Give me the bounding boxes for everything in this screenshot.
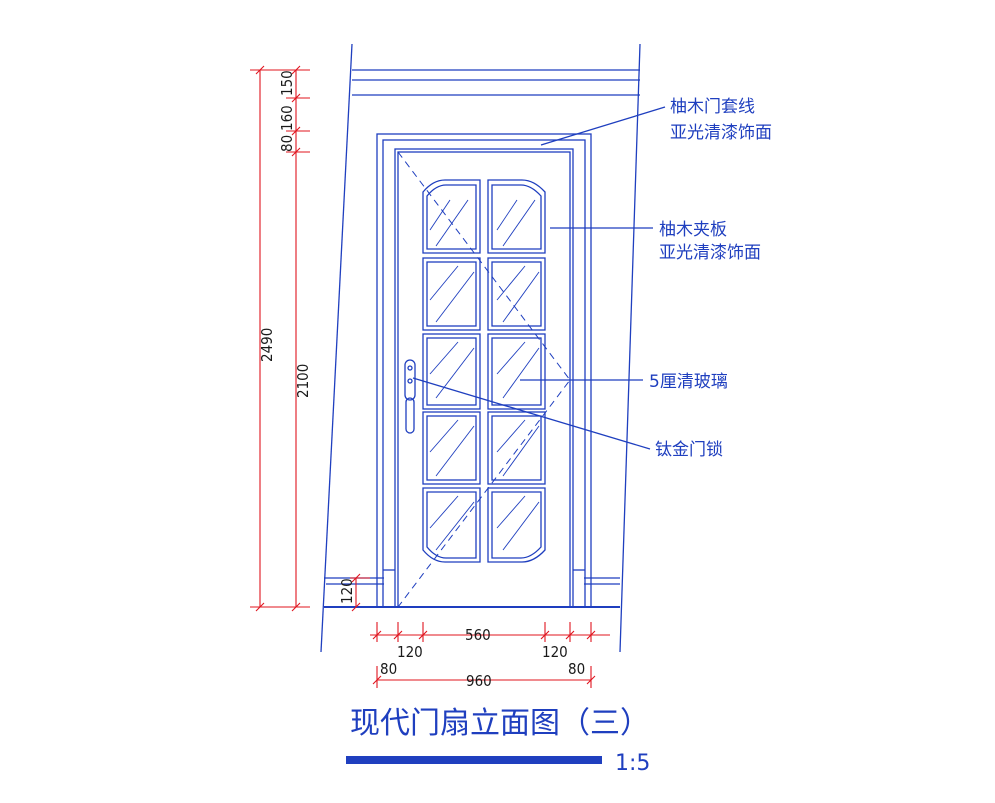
dim-150: 150 [278, 70, 296, 96]
frame-label-line2: 亚光清漆饰面 [670, 123, 772, 143]
leader-lines [412, 106, 666, 450]
callouts: 柚木门套线 亚光清漆饰面 柚木夹板 亚光清漆饰面 5厘清玻璃 钛金门锁 [649, 97, 772, 460]
glass-panes [422, 179, 546, 563]
glass-label: 5厘清玻璃 [649, 372, 728, 392]
lock-label: 钛金门锁 [655, 440, 723, 460]
vertical-dimension-texts: 150 160 80 2490 2100 120 [258, 70, 356, 604]
frame-label-line1: 柚木门套线 [670, 97, 755, 117]
dim-560: 560 [465, 626, 491, 644]
vertical-dimensions [250, 65, 370, 612]
dim-2490: 2490 [258, 328, 276, 362]
door-lock-icon [404, 359, 416, 434]
dim-120-base: 120 [338, 578, 356, 604]
horizontal-dimensions [370, 622, 610, 688]
drawing-scale: 1:5 [615, 751, 650, 776]
dim-80-left: 80 [380, 660, 397, 678]
dim-960: 960 [466, 672, 492, 690]
dim-2100: 2100 [294, 364, 312, 398]
horizontal-dimension-texts: 560 120 120 80 80 960 [380, 626, 585, 690]
title-block: 现代门扇立面图（三） 1:5 [346, 706, 650, 776]
dim-80: 80 [278, 135, 296, 152]
drawing-title: 现代门扇立面图（三） [350, 706, 650, 741]
title-underline [346, 756, 602, 764]
dim-80-right: 80 [568, 660, 585, 678]
dim-160: 160 [278, 105, 296, 131]
panel-label-line2: 亚光清漆饰面 [659, 243, 761, 263]
panel-label-line1: 柚木夹板 [659, 220, 727, 240]
door-frame [376, 133, 592, 608]
dim-120-right: 120 [542, 643, 568, 661]
dim-120-left: 120 [397, 643, 423, 661]
